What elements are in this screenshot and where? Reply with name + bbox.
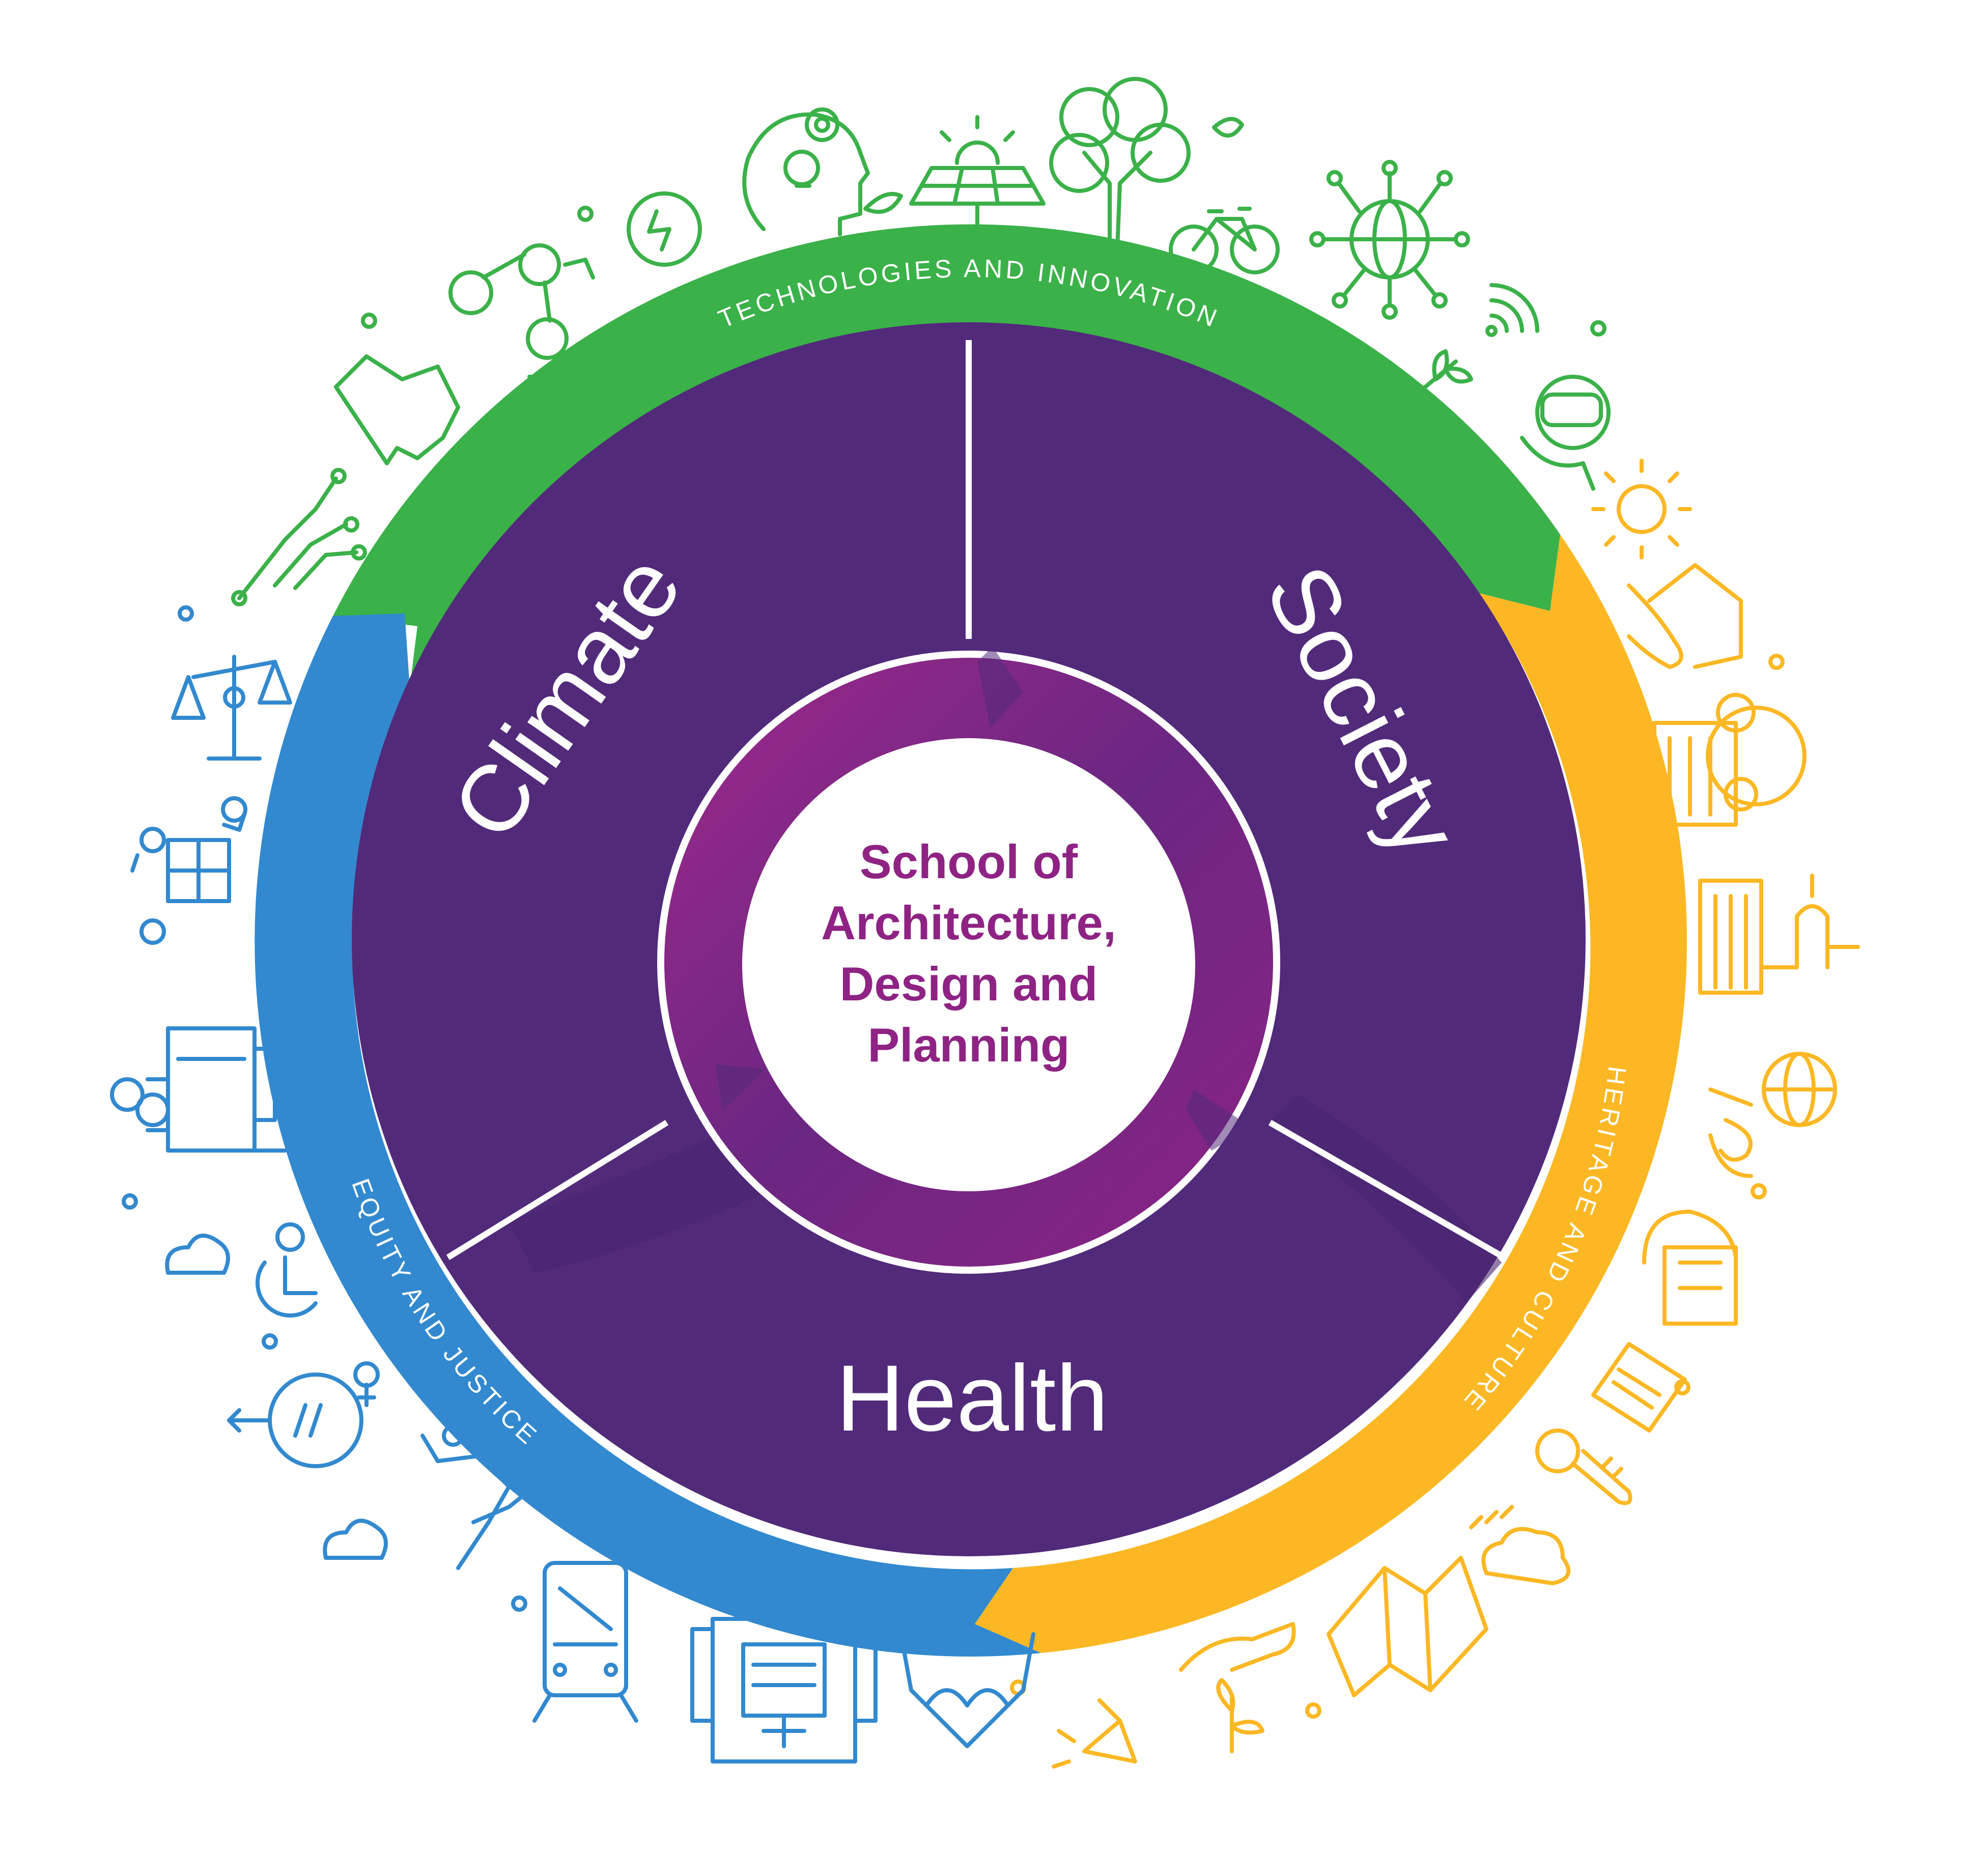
care-hands-icon bbox=[899, 1632, 1035, 1748]
rain-cloud-icon bbox=[1469, 1505, 1571, 1585]
dot-green-3 bbox=[1590, 320, 1606, 337]
market-icon bbox=[1642, 1210, 1738, 1326]
center-line-4: Planning bbox=[868, 1018, 1070, 1072]
sprout-icon bbox=[1423, 349, 1473, 389]
leaf-icon-2 bbox=[1212, 117, 1244, 138]
ring-heritage bbox=[975, 535, 1687, 1653]
vr-headset-icon bbox=[1520, 375, 1611, 491]
tree-icon bbox=[1049, 77, 1191, 251]
leaf-icon-1 bbox=[863, 191, 903, 214]
center-line-3: Design and bbox=[840, 957, 1098, 1011]
center-line-1: School of bbox=[860, 835, 1078, 888]
mind-idea-icon bbox=[742, 107, 870, 236]
dot-yellow-4 bbox=[1305, 1702, 1321, 1719]
wheelchair-icon bbox=[256, 1222, 318, 1318]
center-line-2: Architecture, bbox=[821, 896, 1116, 949]
bicycle-icon bbox=[1169, 207, 1280, 274]
book-icon bbox=[1591, 1342, 1687, 1433]
solar-panel-icon bbox=[909, 115, 1046, 241]
inner-ring-arrow-left bbox=[715, 1064, 766, 1110]
sweep-shade-2 bbox=[1273, 1095, 1502, 1303]
cloud-icon-2 bbox=[323, 1519, 388, 1560]
sun-icon bbox=[1591, 459, 1692, 559]
justice-scales-icon bbox=[171, 655, 292, 761]
train-icon bbox=[532, 1561, 638, 1723]
wind-icon bbox=[1708, 1087, 1753, 1178]
map-icon bbox=[334, 354, 460, 465]
circuit-icon bbox=[231, 468, 367, 606]
ring-technologies bbox=[333, 224, 1560, 688]
dot-blue-1 bbox=[178, 605, 194, 622]
dot-blue-2 bbox=[122, 1193, 138, 1210]
green-icons bbox=[231, 77, 1611, 606]
dot-green-1 bbox=[577, 206, 594, 222]
industry-icon bbox=[110, 1026, 287, 1153]
wireless-icon bbox=[1485, 283, 1539, 337]
thermometer-icon bbox=[1535, 1429, 1632, 1505]
map-fold-icon bbox=[1327, 1556, 1488, 1697]
yellow-icons bbox=[1010, 459, 1860, 1769]
center-circle bbox=[742, 738, 1195, 1191]
center-title: School of Architecture, Design and Plann… bbox=[821, 835, 1116, 1072]
plant-hand-icon bbox=[1179, 1622, 1296, 1753]
teamwork-puzzle-icon bbox=[130, 796, 247, 945]
inner-ring-arrow-top bbox=[977, 647, 1023, 728]
cloud-icon-1 bbox=[165, 1234, 230, 1275]
heritage-building-icon bbox=[1652, 693, 1807, 827]
globe-icon bbox=[1762, 1052, 1837, 1127]
segment-dividers bbox=[446, 340, 1506, 1261]
inner-ring-arrow-right bbox=[1186, 1089, 1252, 1151]
dot-green-2 bbox=[361, 313, 377, 329]
dot-blue-3 bbox=[262, 1333, 278, 1350]
renewable-energy-icon bbox=[627, 191, 702, 267]
ring-equity bbox=[255, 613, 1041, 1657]
rock-climbing-icon bbox=[420, 1424, 537, 1570]
outer-ring bbox=[255, 224, 1687, 1657]
dot-yellow-2 bbox=[1751, 1183, 1767, 1199]
segment-label-health: Health bbox=[836, 1346, 1109, 1451]
gender-equality-icon bbox=[227, 1361, 380, 1468]
global-network-icon bbox=[1309, 160, 1470, 320]
dot-yellow-1 bbox=[1768, 654, 1785, 670]
dot-blue-4 bbox=[511, 1595, 527, 1612]
blue-icons bbox=[110, 605, 1035, 1763]
robot-arm-icon bbox=[448, 243, 595, 379]
hospital-icon bbox=[690, 1617, 878, 1763]
megaphone-icon bbox=[1052, 1698, 1137, 1769]
capitol-icon bbox=[1698, 874, 1860, 995]
dot-yellow-3 bbox=[1674, 1379, 1690, 1395]
house-hand-icon bbox=[1627, 563, 1743, 669]
